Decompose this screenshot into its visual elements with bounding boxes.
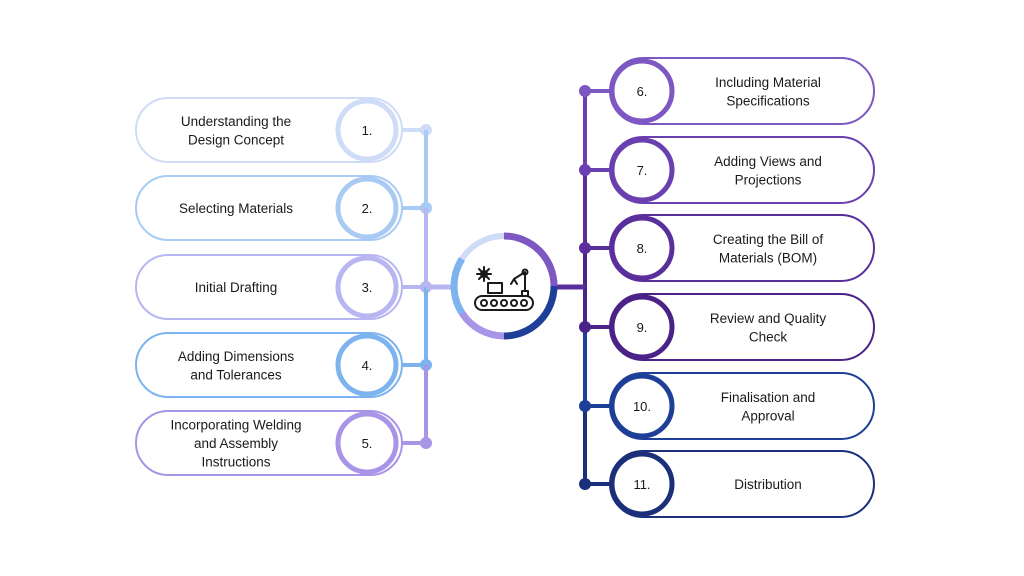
hub-ring-arc-navy <box>503 285 558 340</box>
step-label-line: Check <box>749 329 788 344</box>
step-number: 4. <box>362 358 373 373</box>
left-step-3: 3. Initial Drafting <box>135 254 403 320</box>
right-connector-node <box>579 400 591 412</box>
step-number: 9. <box>637 320 648 335</box>
step-number-circle <box>335 255 399 319</box>
step-number-circle <box>335 333 399 397</box>
right-connector-node <box>579 478 591 490</box>
step-label-line: and Tolerances <box>190 367 282 382</box>
step-label-line: Adding Dimensions <box>178 349 295 364</box>
step-label-line: Instructions <box>201 455 270 470</box>
robotic-assembly-line-icon <box>474 266 534 311</box>
step-number-circle <box>609 137 675 203</box>
step-label-line: Incorporating Welding <box>170 418 301 433</box>
step-number-circle <box>609 294 675 360</box>
central-hub <box>450 232 558 340</box>
step-number-circle <box>335 411 399 475</box>
step-label-line: Selecting Materials <box>179 201 293 216</box>
step-label-line: Including Material <box>715 75 821 90</box>
step-label-line: Adding Views and <box>714 154 822 169</box>
right-step-8: 8. Creating the Bill of Materials (BOM) <box>609 214 875 282</box>
step-number-circle <box>335 98 399 162</box>
step-pill <box>135 410 403 476</box>
step-label-line: Approval <box>741 408 794 423</box>
step-number: 10. <box>633 399 651 414</box>
right-connector-node <box>579 85 591 97</box>
step-label-line: Design Concept <box>188 132 284 147</box>
step-number: 3. <box>362 280 373 295</box>
step-number-circle <box>335 176 399 240</box>
right-step-11: 11. Distribution <box>609 450 875 518</box>
right-connector-node <box>579 164 591 176</box>
step-number: 6. <box>637 84 648 99</box>
step-label-line: Creating the Bill of <box>713 232 824 247</box>
step-pill <box>135 254 403 320</box>
step-number: 2. <box>362 201 373 216</box>
step-label-line: Understanding the <box>181 114 291 129</box>
step-pill <box>135 97 403 163</box>
left-step-4: 4. Adding Dimensions and Tolerances <box>135 332 403 398</box>
step-label-line: Review and Quality <box>710 311 827 326</box>
hub-inner <box>461 243 547 329</box>
step-pill <box>135 332 403 398</box>
step-label-line: Distribution <box>734 477 802 492</box>
step-label-line: Projections <box>735 172 802 187</box>
left-step-2: 2. Selecting Materials <box>135 175 403 241</box>
step-label-line: Materials (BOM) <box>719 250 817 265</box>
step-number: 1. <box>362 123 373 138</box>
step-number-circle <box>609 58 675 124</box>
hub-ring-arc-lavender <box>459 310 505 340</box>
step-number-circle <box>609 373 675 439</box>
right-connector-node <box>579 321 591 333</box>
step-label-line: and Assembly <box>194 436 278 451</box>
right-connector-node <box>579 242 591 254</box>
step-number: 11. <box>633 477 650 492</box>
step-label-line: Finalisation and <box>721 390 816 405</box>
connectors <box>396 85 612 490</box>
left-step-5: 5. Incorporating Welding and AssemblyInstr… <box>135 410 403 476</box>
hub-ring-arc-blue <box>450 257 466 315</box>
step-label-line: Initial Drafting <box>195 280 278 295</box>
step-number: 7. <box>637 163 648 178</box>
step-number-circle <box>609 451 675 517</box>
hub-ring-arc-purple <box>503 232 558 287</box>
step-pill <box>135 175 403 241</box>
step-number: 8. <box>637 241 648 256</box>
step-number: 5. <box>362 436 373 451</box>
step-label-line: Specifications <box>726 93 810 108</box>
step-number-circle <box>609 215 675 281</box>
